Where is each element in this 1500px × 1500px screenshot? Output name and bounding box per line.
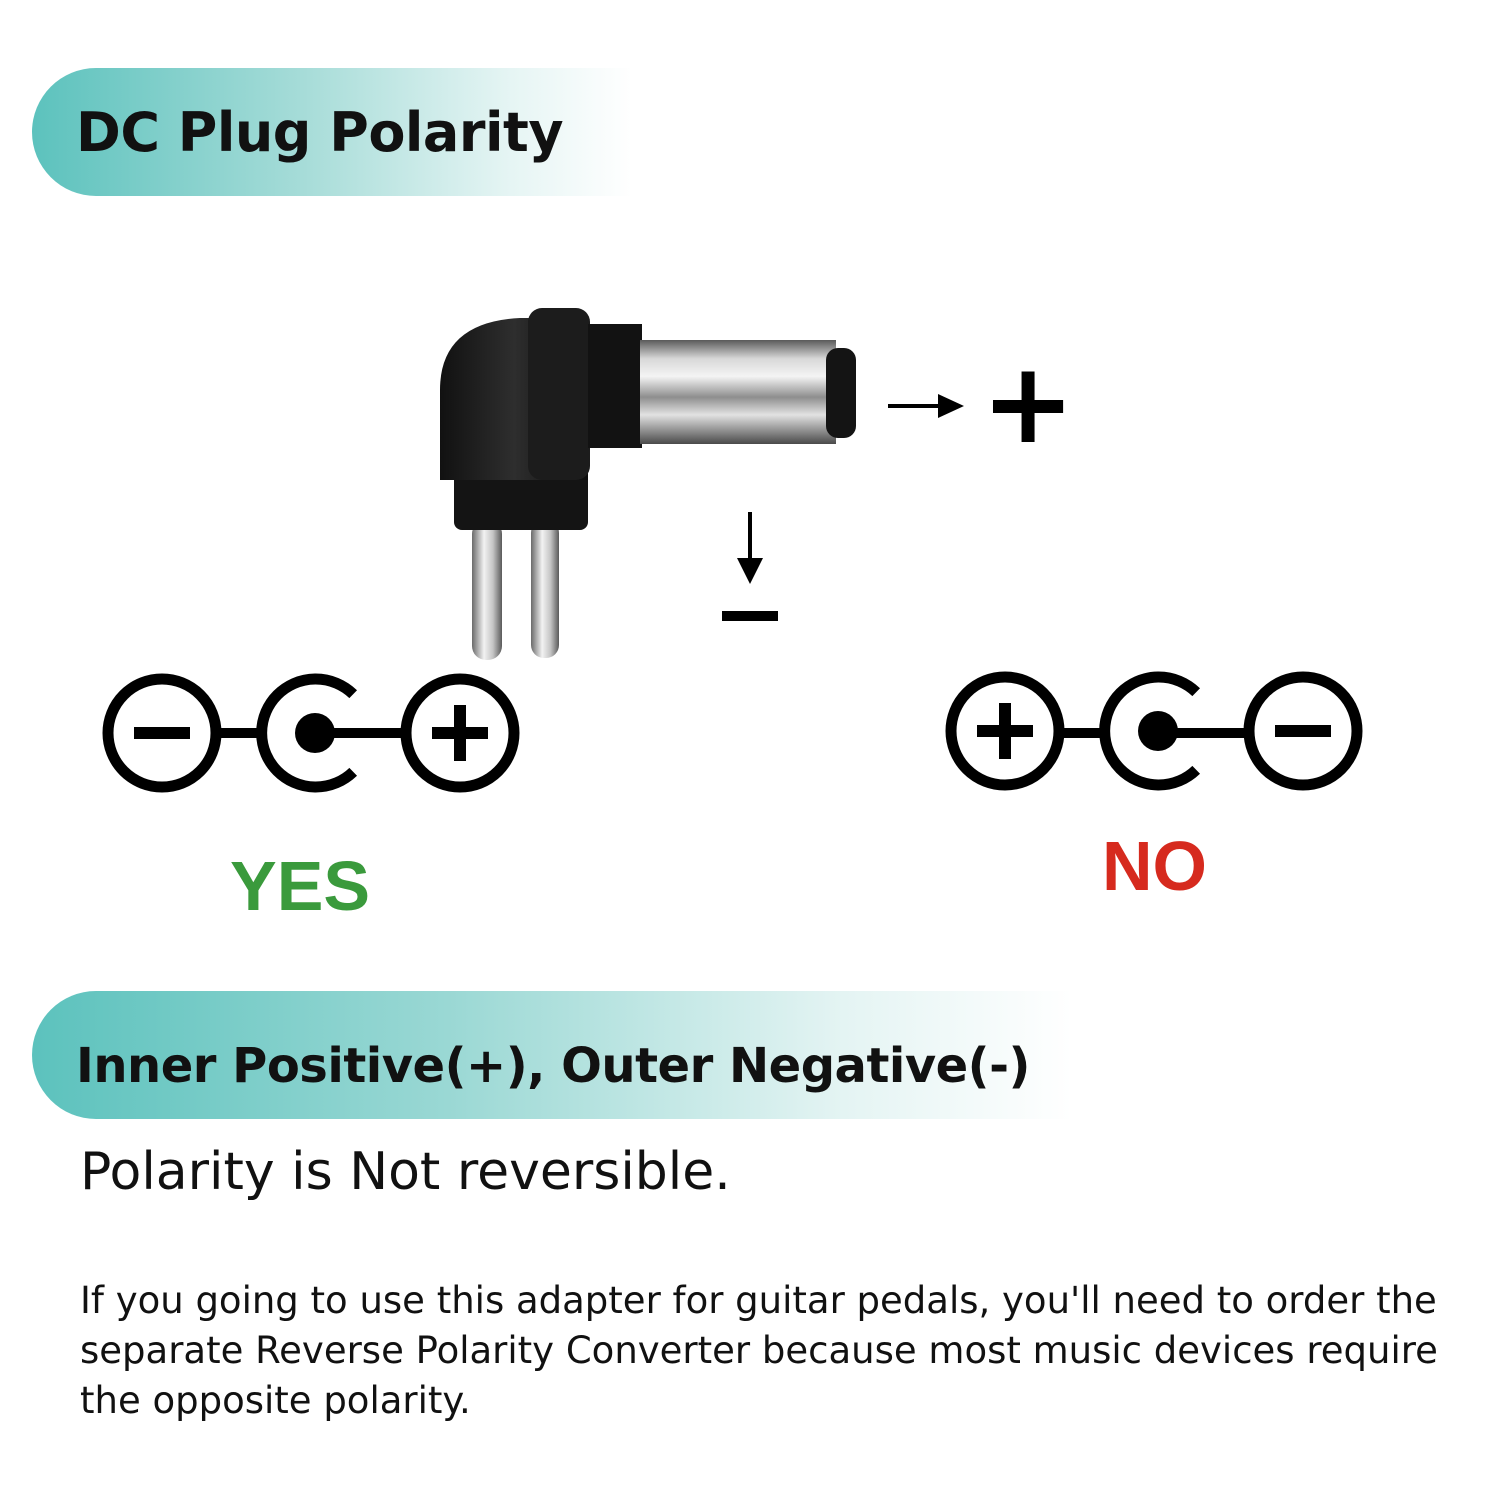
outer-terminal-circle: [945, 671, 1065, 791]
plug-barrel: [640, 340, 836, 444]
section-subtitle: Polarity is Not reversible.: [80, 1142, 731, 1202]
plug-base: [454, 470, 588, 530]
plug-pin-right: [531, 520, 559, 658]
yes-label: YES: [230, 847, 371, 925]
center-pin-dot: [295, 713, 335, 753]
page-title: DC Plug Polarity: [76, 100, 564, 164]
polarity-symbol-no: [945, 671, 1363, 791]
center-pin-dot: [1138, 711, 1178, 751]
section-note: If you going to use this adapter for gui…: [80, 1279, 1438, 1422]
section-title: Inner Positive(+), Outer Negative(-): [76, 1038, 1030, 1094]
section-banner: Inner Positive(+), Outer Negative(-): [32, 991, 1072, 1119]
dc-plug-image: [440, 308, 856, 660]
body-arrow: [737, 512, 763, 584]
polarity-symbol-yes: [102, 673, 520, 793]
plug-collar: [528, 308, 590, 480]
plug-pin-left: [472, 520, 502, 660]
inner-terminal-circle: [400, 673, 520, 793]
tip-arrow: [888, 394, 964, 418]
body-negative-symbol: [722, 611, 778, 621]
minus-sign-icon: [134, 727, 190, 739]
inner-terminal-circle: [1243, 671, 1363, 791]
title-banner: DC Plug Polarity: [32, 68, 632, 196]
barrel-c-icon: [1099, 671, 1201, 791]
outer-terminal-circle: [102, 673, 222, 793]
minus-sign-icon: [1275, 725, 1331, 737]
barrel-c-icon: [256, 673, 358, 793]
plug-tip: [826, 348, 856, 438]
tip-positive-symbol: +: [981, 339, 1075, 469]
no-label: NO: [1102, 827, 1207, 905]
plug-neck: [588, 324, 642, 448]
